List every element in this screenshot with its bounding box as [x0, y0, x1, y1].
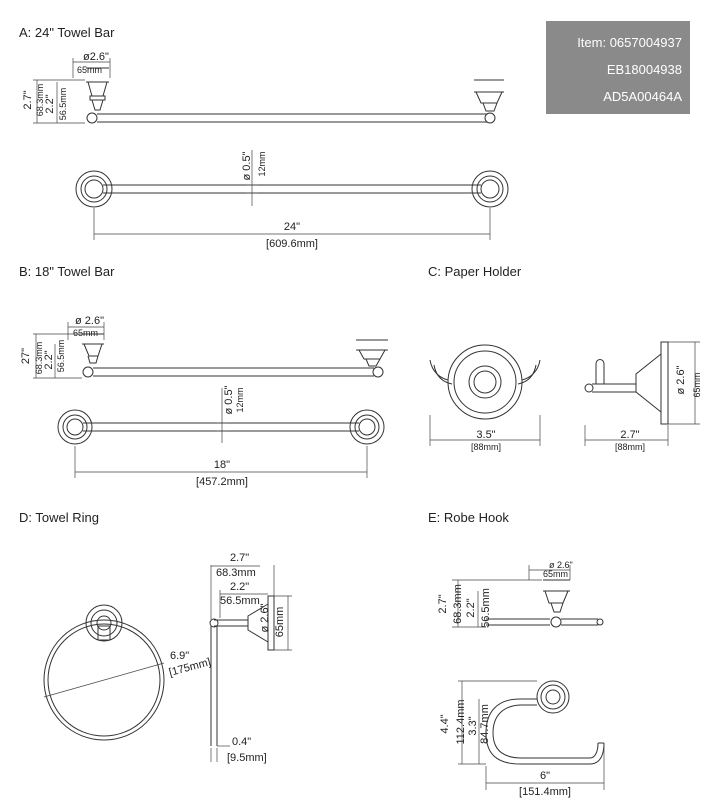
e-height-mm: 68.3mm	[452, 584, 464, 624]
b-projection-in: 2.2"	[43, 350, 55, 369]
e-total-height-mm: 112.4mm	[455, 699, 467, 744]
towel-bar-24-side-view: ø2.6" 65mm 2.7" 68.3mm 2.2" 56.5mm	[22, 51, 504, 124]
item-line-3: AD5A00464A	[603, 89, 682, 104]
section-d-title: D: Towel Ring	[19, 510, 99, 525]
a-length-in: 24"	[284, 221, 300, 233]
d-rod-mm: [9.5mm]	[227, 752, 267, 764]
d-base-diameter-in: ø 2.6"	[259, 603, 271, 632]
d-height-in: 2.7"	[230, 552, 249, 564]
b-height-mm: 68.3mm	[34, 342, 44, 375]
e-width-in: 6"	[540, 770, 550, 782]
a-base-diameter-in: ø2.6"	[83, 51, 109, 63]
c-depth-in: 2.7"	[620, 429, 639, 441]
towel-ring-side-view: 2.7" 68.3mm 2.2" 56.5mm ø 2.6" 65mm 0.4"…	[209, 552, 292, 764]
a-projection-in: 2.2"	[44, 94, 56, 113]
b-bar-diameter-in: ø 0.5"	[223, 385, 235, 414]
section-c: C: Paper Holder 3.5" [88mm]	[428, 264, 702, 452]
section-b-title: B: 18" Towel Bar	[19, 264, 115, 279]
e-projection-mm: 56.5mm	[480, 588, 492, 628]
e-projection-in: 2.2"	[465, 598, 477, 617]
e-inner-height-in: 3.3"	[467, 716, 479, 735]
a-height-mm: 68.3mm	[35, 84, 45, 117]
paper-holder-front-view: 3.5" [88mm]	[429, 344, 541, 452]
a-projection-mm: 56.5mm	[58, 88, 68, 121]
d-base-diameter-mm: 65mm	[274, 607, 286, 638]
a-bar-diameter-mm: 12mm	[257, 151, 267, 176]
section-e: E: Robe Hook ø 2.6" 65mm 2.7" 68.3mm 2.2…	[428, 510, 605, 798]
b-base-diameter-in: ø 2.6"	[75, 315, 104, 327]
b-projection-mm: 56.5mm	[56, 340, 66, 373]
c-diameter-mm: 65mm	[692, 372, 702, 397]
section-d: D: Towel Ring 6.9" [175mm] 2.7" 68.3mm	[19, 510, 292, 764]
b-height-in: 27"	[20, 348, 32, 364]
a-height-in: 2.7"	[22, 90, 34, 109]
c-width-in: 3.5"	[476, 429, 495, 441]
item-number-box: Item: 0657004937 EB18004938 AD5A00464A	[546, 21, 690, 114]
towel-bar-24-front-view: ø 0.5" 12mm 24" [609.6mm]	[75, 150, 509, 250]
e-base-diameter-mm: 65mm	[543, 569, 568, 579]
e-height-in: 2.7"	[437, 594, 449, 613]
robe-hook-front-view: 4.4" 112.4mm 3.3" 84.7mm 6" [151.4mm]	[439, 680, 605, 798]
c-depth-mm: [88mm]	[615, 442, 645, 452]
c-width-mm: [88mm]	[471, 442, 501, 452]
a-base-diameter-mm: 65mm	[77, 65, 102, 75]
towel-bar-18-front-view: ø 0.5" 12mm 18" [457.2mm]	[57, 385, 385, 488]
d-height-mm: 68.3mm	[216, 567, 256, 579]
d-projection-in: 2.2"	[230, 581, 249, 593]
item-line-1: Item: 0657004937	[577, 35, 682, 50]
b-length-in: 18"	[214, 459, 230, 471]
item-line-2: EB18004938	[606, 62, 682, 77]
d-rod-in: 0.4"	[232, 736, 251, 748]
b-length-mm: [457.2mm]	[196, 476, 248, 488]
e-total-height-in: 4.4"	[439, 714, 451, 733]
e-base-diameter-in: ø 2.6"	[549, 560, 573, 570]
section-b: B: 18" Towel Bar ø 2.6" 65mm 27" 68.3	[19, 264, 388, 488]
section-c-title: C: Paper Holder	[428, 264, 522, 279]
e-width-mm: [151.4mm]	[519, 786, 571, 798]
b-base-diameter-mm: 65mm	[73, 328, 98, 338]
a-length-mm: [609.6mm]	[266, 238, 318, 250]
c-diameter-in: ø 2.6"	[675, 365, 687, 394]
section-a-title: A: 24" Towel Bar	[19, 25, 115, 40]
d-projection-mm: 56.5mm	[220, 595, 260, 607]
e-inner-height-mm: 84.7mm	[479, 704, 491, 744]
a-bar-diameter-in: ø 0.5"	[241, 151, 253, 180]
towel-bar-18-side-view: ø 2.6" 65mm 27" 68.3mm 2.2" 56.5mm	[20, 315, 388, 379]
robe-hook-side-view: ø 2.6" 65mm 2.7" 68.3mm 2.2" 56.5mm	[437, 560, 604, 628]
b-bar-diameter-mm: 12mm	[235, 387, 245, 412]
section-a: A: 24" Towel Bar ø2.6" 65mm	[19, 25, 509, 250]
towel-ring-front-view: 6.9" [175mm]	[43, 604, 212, 741]
section-e-title: E: Robe Hook	[428, 510, 509, 525]
d-ring-diameter-in: 6.9"	[170, 650, 189, 662]
paper-holder-side-view: 2.7" [88mm] ø 2.6" 65mm	[584, 341, 702, 452]
